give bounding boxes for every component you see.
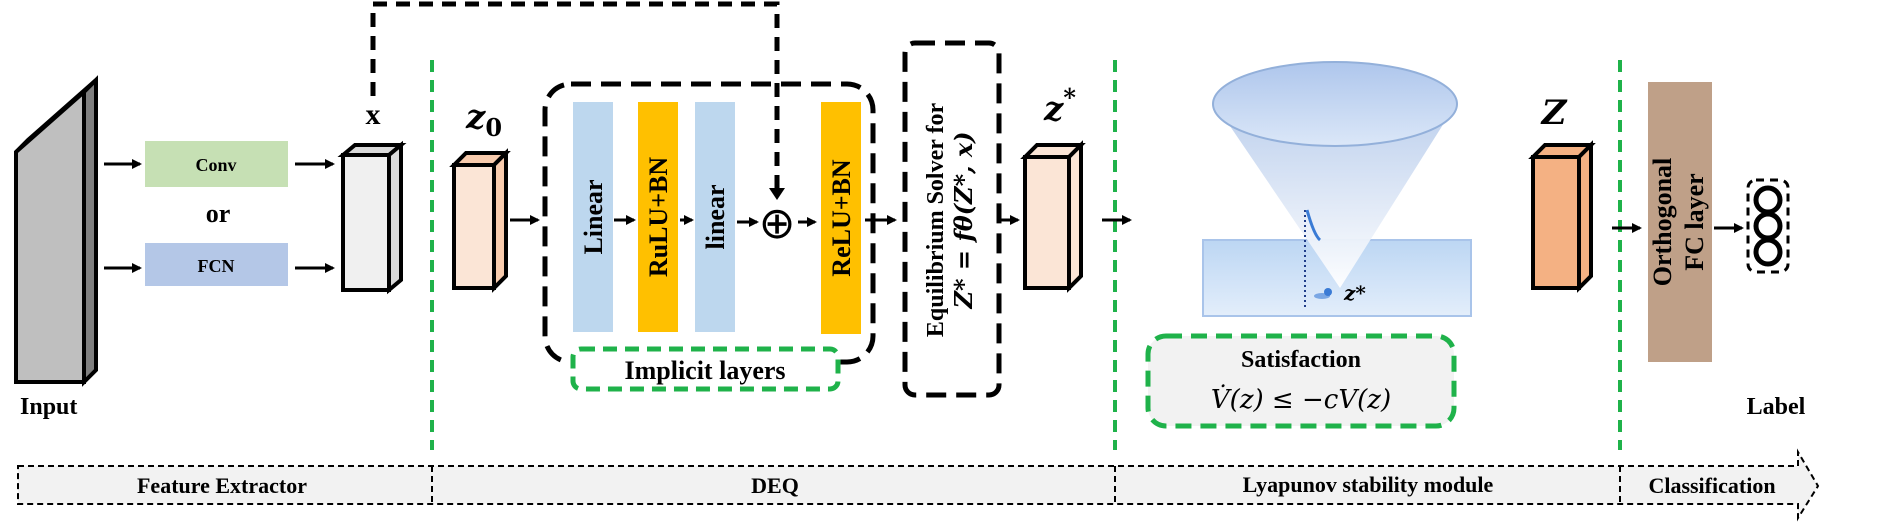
- z-final-block: [1528, 140, 1596, 293]
- skip-arrowhead: [769, 188, 785, 200]
- trajectory-arrow: [1305, 209, 1322, 242]
- linear-layer-2-label: linear: [701, 185, 730, 250]
- relu-bn-layer-1: [638, 102, 678, 332]
- lyapunov-cone-illustration: [1202, 61, 1472, 317]
- lyapunov-cone: [1215, 104, 1456, 288]
- linear-layer-2: [695, 102, 735, 332]
- input-label: Input: [20, 394, 77, 420]
- lyapunov-cone-top: [1212, 61, 1458, 147]
- linear-layer-1-label: Linear: [579, 179, 608, 254]
- linear-layer-1: [573, 102, 613, 332]
- solver-label-line1: Equilibrium Solver for: [923, 103, 949, 338]
- satisfaction-formula: V̇(z) ≤ −cV(z): [1211, 384, 1391, 415]
- output-node-2: [1753, 211, 1783, 241]
- or-label: or: [206, 199, 231, 228]
- x-feature-block: [337, 140, 407, 295]
- label-text: Label: [1747, 394, 1806, 420]
- satisfaction-box: [1145, 333, 1457, 429]
- z0-label: z0: [465, 97, 502, 142]
- plus-operator: ⊕: [759, 198, 796, 249]
- implicit-layers-label-box: [570, 346, 841, 392]
- implicit-layers-label: Implicit layers: [624, 356, 785, 385]
- zstar-label: z*: [1043, 83, 1076, 129]
- fc-label-line1: Orthogonal: [1648, 158, 1677, 287]
- equilibrium-point-label: z*: [1343, 281, 1366, 305]
- satisfaction-title: Satisfaction: [1241, 347, 1361, 373]
- fc-label-line2: FC layer: [1680, 173, 1709, 270]
- stage-deq: DEQ: [751, 473, 799, 498]
- output-node-3: [1753, 237, 1783, 267]
- stage-feature-extractor: Feature Extractor: [137, 473, 307, 498]
- relu-bn-layer-1-label: RuLU+BN: [644, 157, 673, 278]
- output-nodes: [1746, 178, 1790, 274]
- fcn-block: [145, 243, 288, 286]
- input-block: [14, 75, 98, 387]
- zstar-block: [1020, 140, 1086, 293]
- output-node-1: [1753, 185, 1783, 215]
- relu-bn-layer-2-label: ReLU+BN: [827, 159, 856, 277]
- fcn-label: FCN: [198, 256, 235, 276]
- solver-label-line2: Z* = fθ(Z*, x): [949, 131, 978, 309]
- z0-block: [449, 148, 511, 293]
- output-nodes-box: [1746, 178, 1790, 274]
- z-final-label: Z: [1540, 93, 1568, 133]
- skip-connection: [370, 1, 780, 192]
- orthogonal-fc-layer: [1648, 82, 1712, 362]
- x-label: x: [366, 98, 381, 131]
- equilibrium-solver-box: [902, 40, 1002, 398]
- stage-lyapunov: Lyapunov stability module: [1243, 472, 1494, 497]
- conv-block: [145, 141, 288, 187]
- input-panel: [14, 87, 86, 384]
- conv-label: Conv: [195, 155, 236, 175]
- stage-classification: Classification: [1648, 473, 1775, 498]
- stage-bar: [17, 448, 1820, 522]
- relu-bn-layer-2: [821, 102, 861, 334]
